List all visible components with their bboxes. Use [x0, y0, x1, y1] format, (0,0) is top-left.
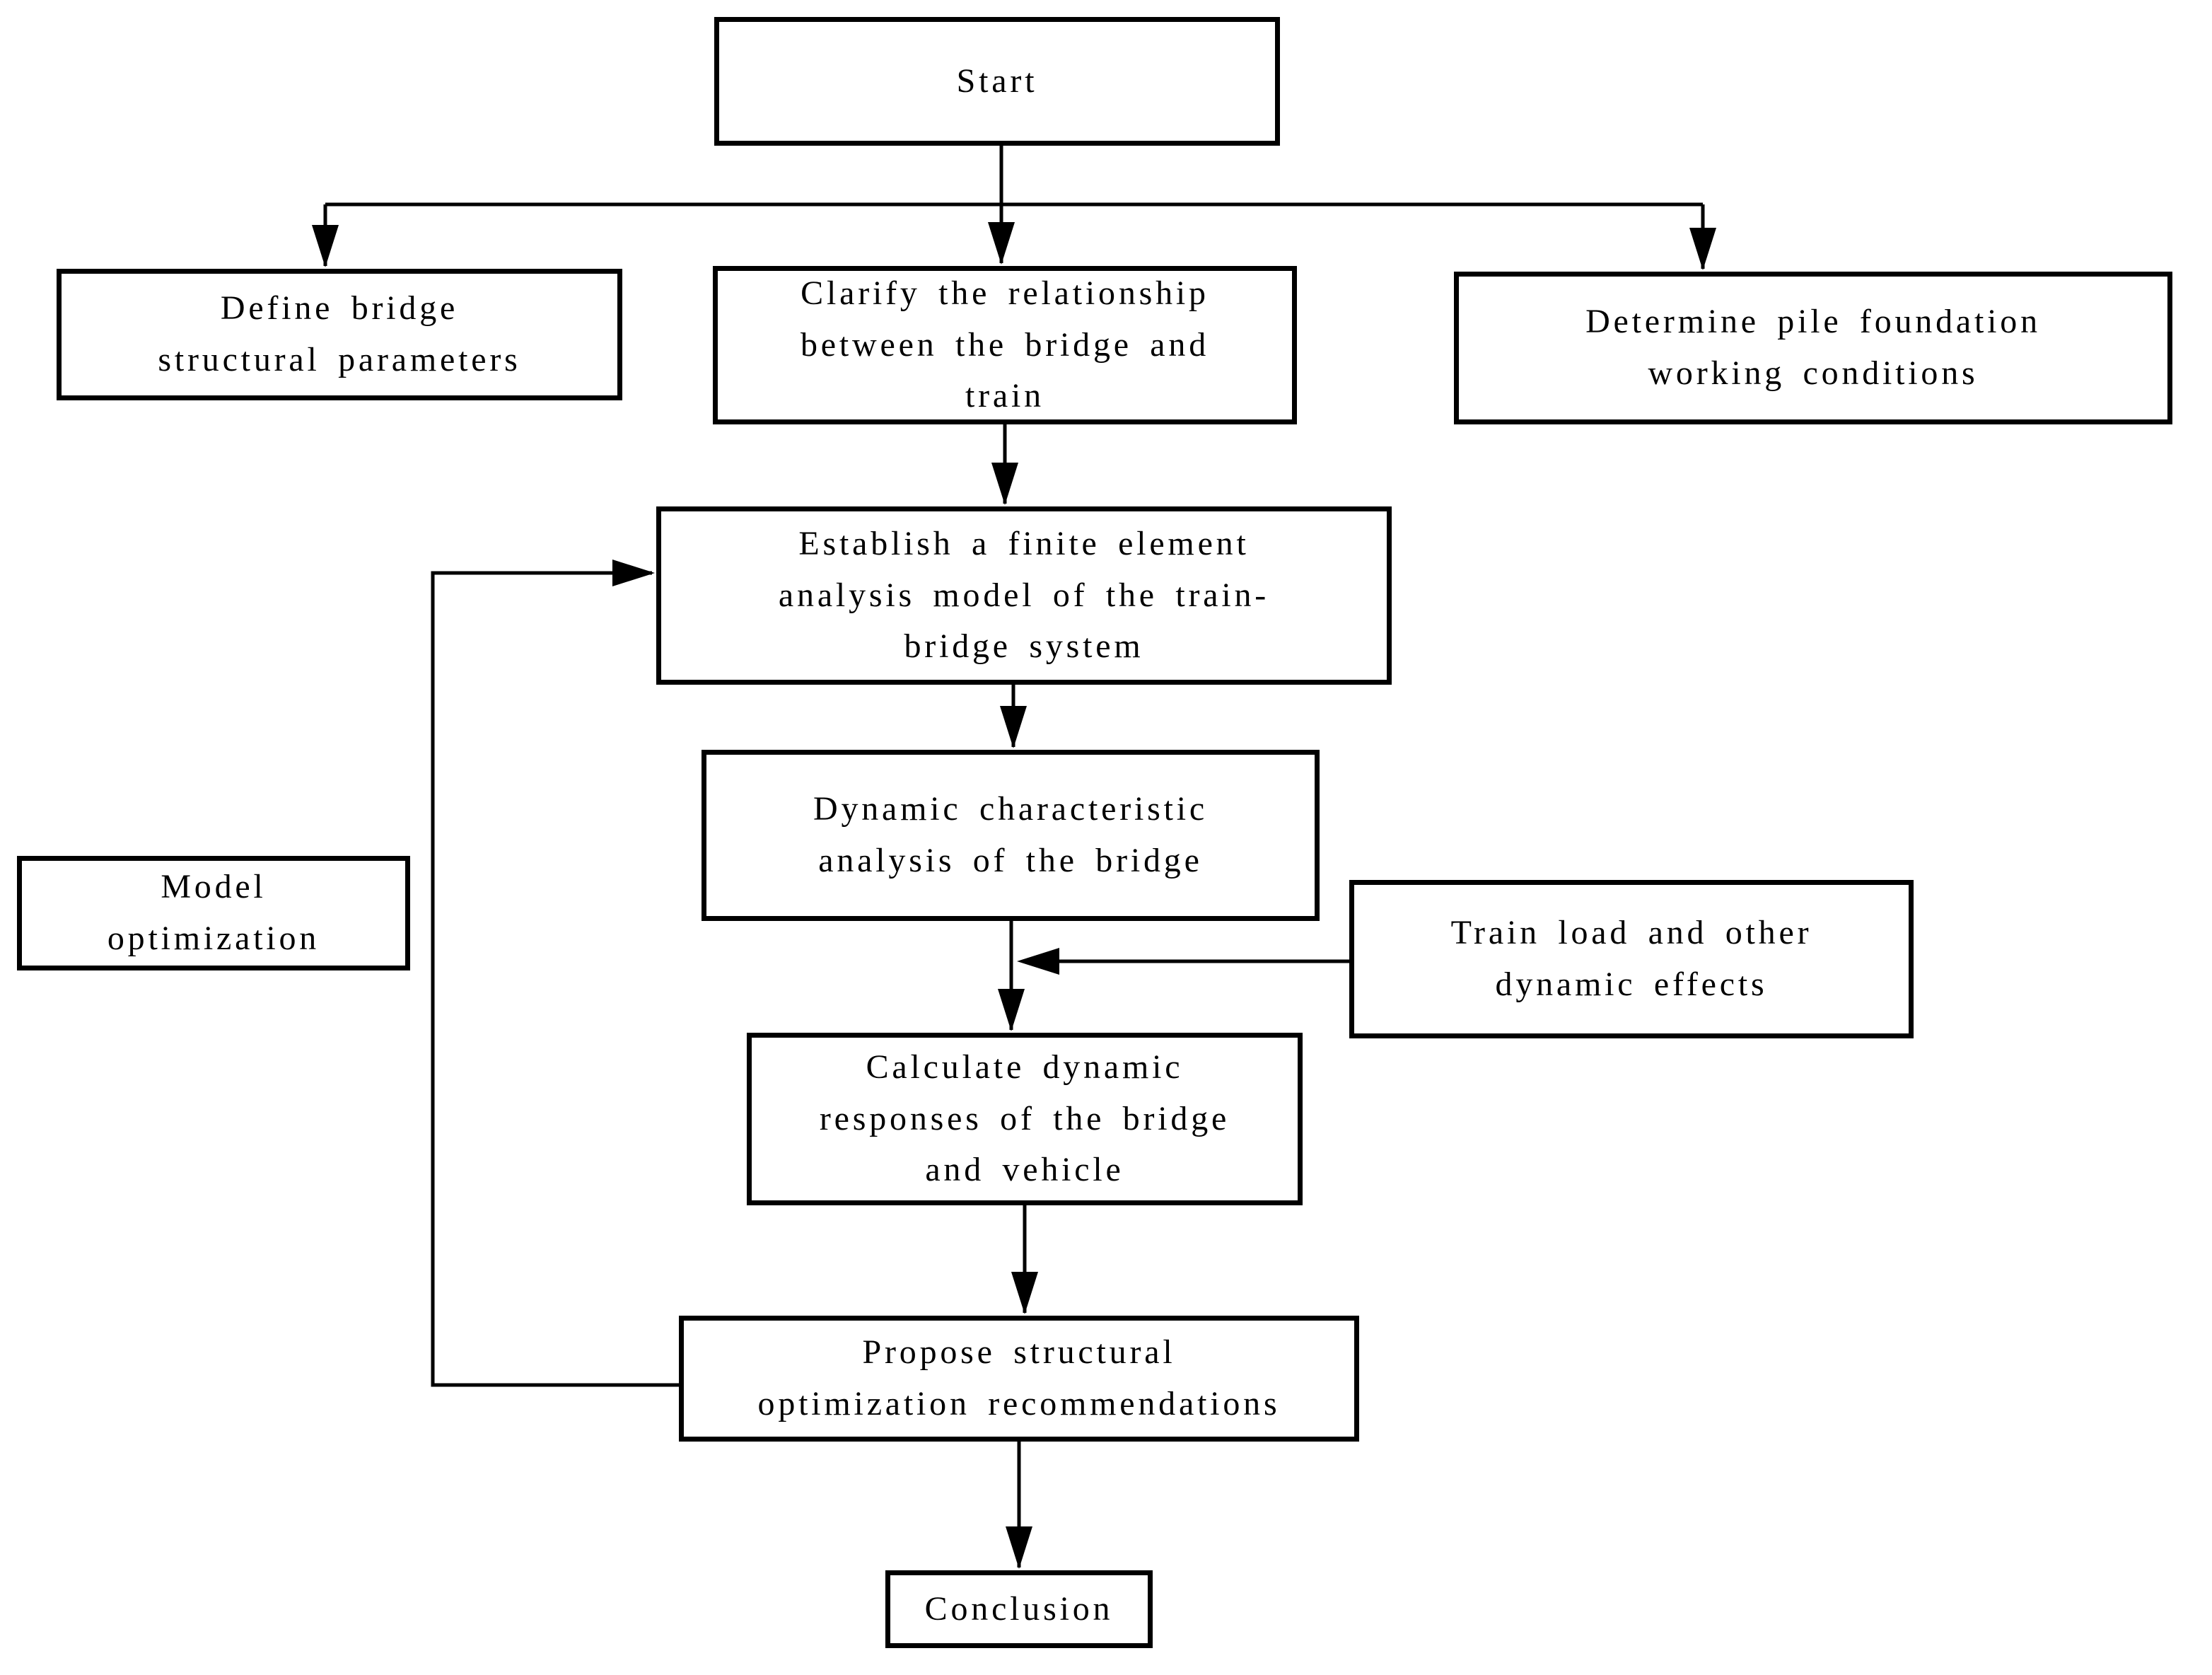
node-model-opt-label: Model optimization: [107, 868, 320, 957]
node-start-label: Start: [956, 62, 1038, 100]
arrowhead-into-clarify: [988, 222, 1015, 265]
arrowhead-into-define: [312, 225, 339, 267]
node-define-bridge-parameters: Define bridge structural parameters: [57, 269, 622, 400]
node-calculate-label: Calculate dynamic responses of the bridg…: [819, 1048, 1230, 1189]
node-determine-label: Determine pile foundation working condit…: [1585, 303, 2041, 392]
node-train-load-effects: Train load and other dynamic effects: [1349, 880, 1914, 1038]
node-establish-label: Establish a finite element analysis mode…: [778, 524, 1270, 666]
node-conclusion-label: Conclusion: [924, 1589, 1114, 1628]
node-conclusion: Conclusion: [885, 1570, 1153, 1648]
arrowhead-feedback-into-establish: [612, 560, 655, 586]
node-model-optimization: Model optimization: [17, 856, 410, 970]
node-start: Start: [714, 17, 1280, 146]
arrowhead-into-propose: [1011, 1272, 1038, 1314]
arrowhead-into-calculate: [998, 989, 1025, 1031]
node-determine-pile-foundation: Determine pile foundation working condit…: [1454, 272, 2172, 424]
arrowhead-trainload-junction: [1017, 948, 1059, 975]
node-train-load-label: Train load and other dynamic effects: [1450, 914, 1812, 1003]
node-establish-fe-model: Establish a finite element analysis mode…: [656, 506, 1392, 685]
node-dynamic-characteristic-analysis: Dynamic characteristic analysis of the b…: [702, 750, 1320, 921]
arrowhead-into-determine: [1689, 228, 1716, 270]
node-dynamic-label: Dynamic characteristic analysis of the b…: [813, 790, 1208, 879]
node-clarify-relationship: Clarify the relationship between the bri…: [713, 266, 1297, 424]
node-propose-label: Propose structural optimization recommen…: [757, 1333, 1281, 1422]
node-clarify-label: Clarify the relationship between the bri…: [800, 274, 1209, 415]
node-propose-optimization: Propose structural optimization recommen…: [679, 1316, 1359, 1442]
line-feedback-loop: [431, 571, 679, 1387]
arrowhead-into-establish: [991, 463, 1018, 505]
arrowhead-into-conclusion: [1006, 1526, 1032, 1569]
node-calculate-dynamic-responses: Calculate dynamic responses of the bridg…: [747, 1033, 1303, 1205]
node-define-label: Define bridge structural parameters: [158, 289, 521, 378]
arrowhead-into-dynamic: [1000, 706, 1027, 748]
